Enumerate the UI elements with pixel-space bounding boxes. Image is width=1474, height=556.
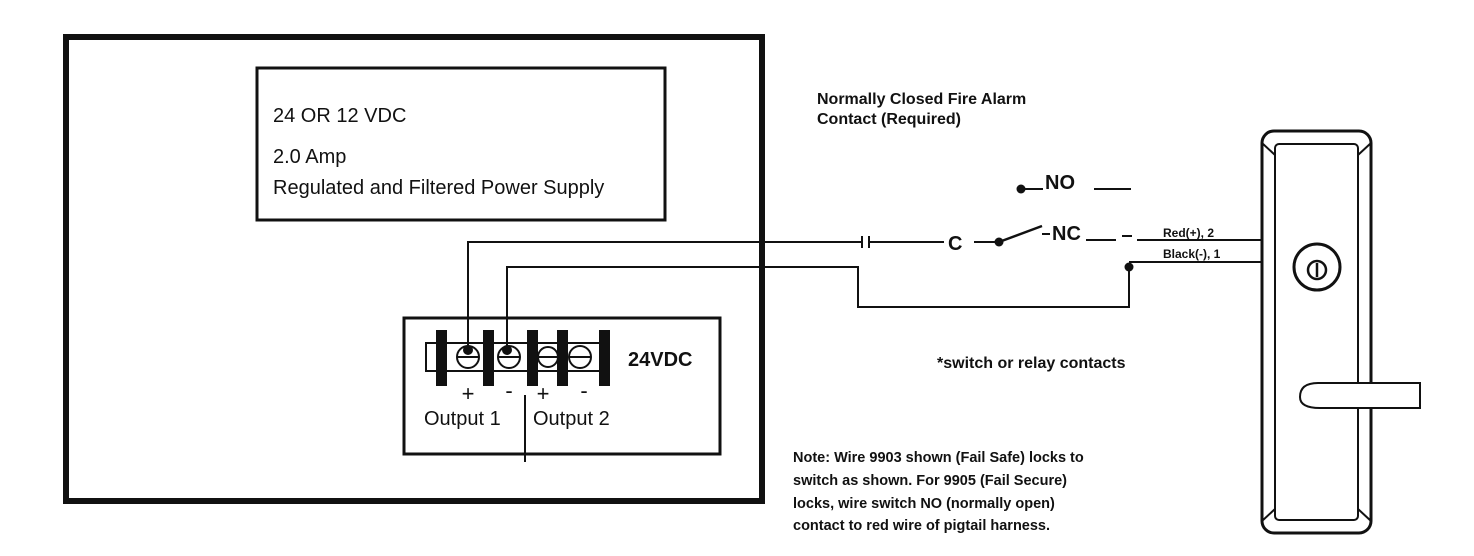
- terminal-barrier: [483, 330, 494, 386]
- positive-wire: [467, 236, 944, 350]
- polarity-minus-1: -: [505, 378, 512, 403]
- c-label: C: [948, 233, 962, 255]
- lock-trim-icon: [1260, 129, 1421, 535]
- terminal-barrier: [557, 330, 568, 386]
- terminal-barrier: [527, 330, 538, 386]
- power-supply-label-box: [255, 66, 667, 222]
- power-supply-voltage: 24 OR 12 VDC: [273, 105, 406, 127]
- note-line2: switch as shown. For 9905 (Fail Secure): [793, 473, 1067, 489]
- terminal-barrier: [599, 330, 610, 386]
- note-line4: contact to red wire of pigtail harness.: [793, 518, 1050, 534]
- switch-footnote: *switch or relay contacts: [937, 355, 1126, 372]
- lock-lever-handle: [1298, 382, 1421, 409]
- terminal-barrier: [436, 330, 447, 386]
- negative-wire: [506, 266, 1130, 350]
- fire-alarm-title-line1: Normally Closed Fire Alarm: [817, 91, 1026, 108]
- polarity-plus-2: +: [537, 381, 550, 406]
- nc-label: NC: [1052, 223, 1081, 245]
- power-supply-amp: 2.0 Amp: [273, 146, 346, 168]
- note-line3: locks, wire switch NO (normally open): [793, 496, 1055, 512]
- switch-blade: [998, 224, 1043, 244]
- polarity-minus-2: -: [580, 378, 587, 403]
- lock-escutcheon-outer: [1260, 129, 1373, 535]
- red-wire-label: Red(+), 2: [1163, 226, 1214, 240]
- polarity-plus-1: +: [462, 381, 475, 406]
- lock-escutcheon-inner: [1274, 143, 1359, 521]
- black-wire-junction: [1124, 262, 1134, 272]
- black-wire-label: Black(-), 1: [1163, 247, 1221, 261]
- terminal-voltage-label: 24VDC: [628, 349, 692, 371]
- lock-keyway: [1306, 259, 1328, 281]
- note-line1: Note: Wire 9903 shown (Fail Safe) locks …: [793, 450, 1084, 466]
- fire-alarm-title-line2: Contact (Required): [817, 111, 961, 128]
- output-1-label: Output 1: [424, 408, 501, 430]
- terminal-block-box: [402, 316, 722, 456]
- output-2-label: Output 2: [533, 408, 610, 430]
- terminal-strip: [425, 330, 610, 386]
- power-supply-description: Regulated and Filtered Power Supply: [273, 177, 604, 199]
- power-supply-enclosure: [63, 34, 765, 504]
- no-label: NO: [1045, 172, 1075, 194]
- lock-cylinder-outer: [1292, 242, 1342, 292]
